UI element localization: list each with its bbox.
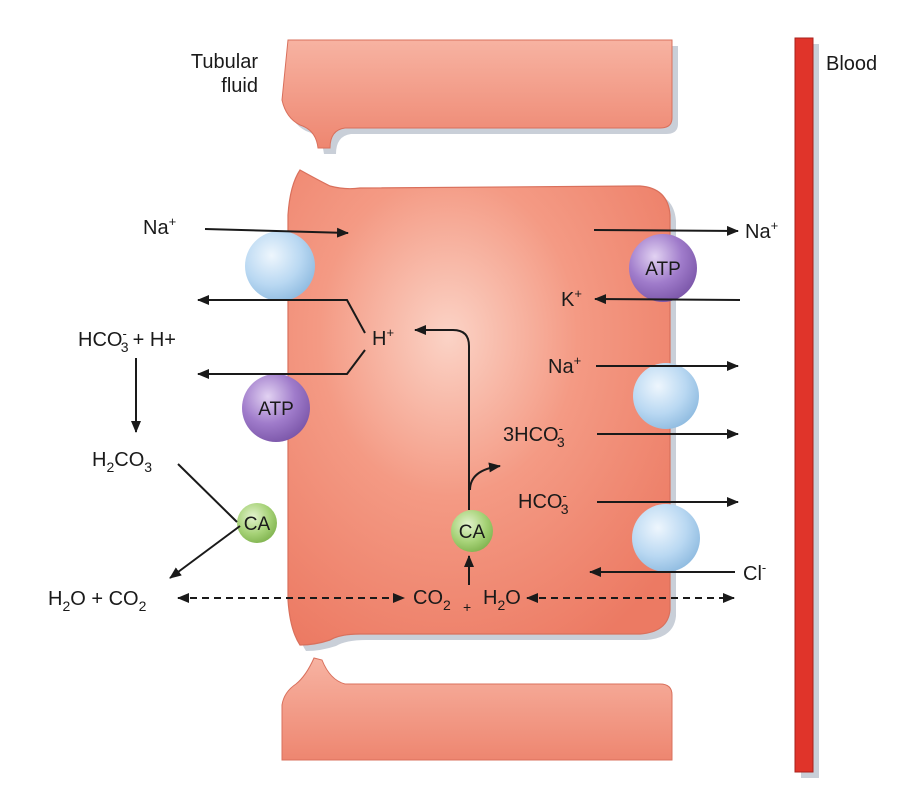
ca-to-hco3-arrow — [469, 462, 501, 491]
tubular-fluid-label-line1: Tubular — [191, 51, 258, 73]
blood-cl-label: Cl- — [743, 560, 766, 585]
h-secretion-lower-arrow — [197, 349, 366, 379]
apical-atp-label: ATP — [258, 399, 294, 420]
h2co3-to-ca-line — [177, 463, 238, 523]
k-entry-arrow — [594, 294, 741, 305]
apical-atp-pump: ATP — [242, 374, 310, 442]
blood-label: Blood — [826, 53, 877, 75]
carbonic-anhydrase-lumen: CA — [237, 503, 277, 543]
lumen-h2o-co2-label: H2O + CO2 — [48, 588, 147, 614]
ca-to-h2o-co2-arrow — [169, 525, 241, 579]
blood-three-hco3-label: 3HCO-3 — [503, 421, 565, 450]
carbonic-anhydrase-cell: CA — [451, 510, 493, 552]
cell-h2o-label: H2O — [483, 587, 521, 613]
ca-to-h-arrow — [414, 325, 470, 510]
cell-plus-sign: + — [463, 599, 471, 615]
basolateral-cl-hco3-exchanger — [632, 504, 700, 572]
lumen-na-label: Na+ — [143, 214, 176, 239]
lower-neighbour-cell — [281, 657, 673, 761]
epithelial-cell — [287, 169, 676, 651]
basolateral-atp-label: ATP — [645, 259, 681, 280]
tubular-fluid-label-line2: fluid — [221, 75, 258, 97]
blood-vessel — [794, 37, 819, 778]
ca-lumen-label: CA — [244, 514, 271, 535]
basolateral-atp-pump: ATP — [629, 234, 697, 302]
cell-h-label: H+ — [372, 325, 394, 350]
cell-co2-label: CO2 — [413, 587, 451, 613]
blood-k-label: K+ — [561, 286, 582, 311]
h-secretion-upper-arrow — [197, 295, 366, 334]
blood-hco3-label: HCO-3 — [518, 488, 569, 517]
blood-na-in-label: Na+ — [548, 353, 581, 378]
upper-neighbour-cell — [281, 39, 678, 154]
basolateral-na-hco3-cotransporter — [633, 363, 699, 429]
ca-cell-label: CA — [459, 522, 486, 543]
lumen-hco3-h-label: HCO-3+ H+ — [78, 326, 176, 355]
lumen-h2co3-label: H2CO3 — [92, 449, 152, 475]
blood-na-out-label: Na+ — [745, 218, 778, 243]
apical-na-transporter — [245, 231, 315, 301]
na-entry-arrow — [204, 227, 349, 238]
na-exit-arrow — [593, 225, 739, 236]
